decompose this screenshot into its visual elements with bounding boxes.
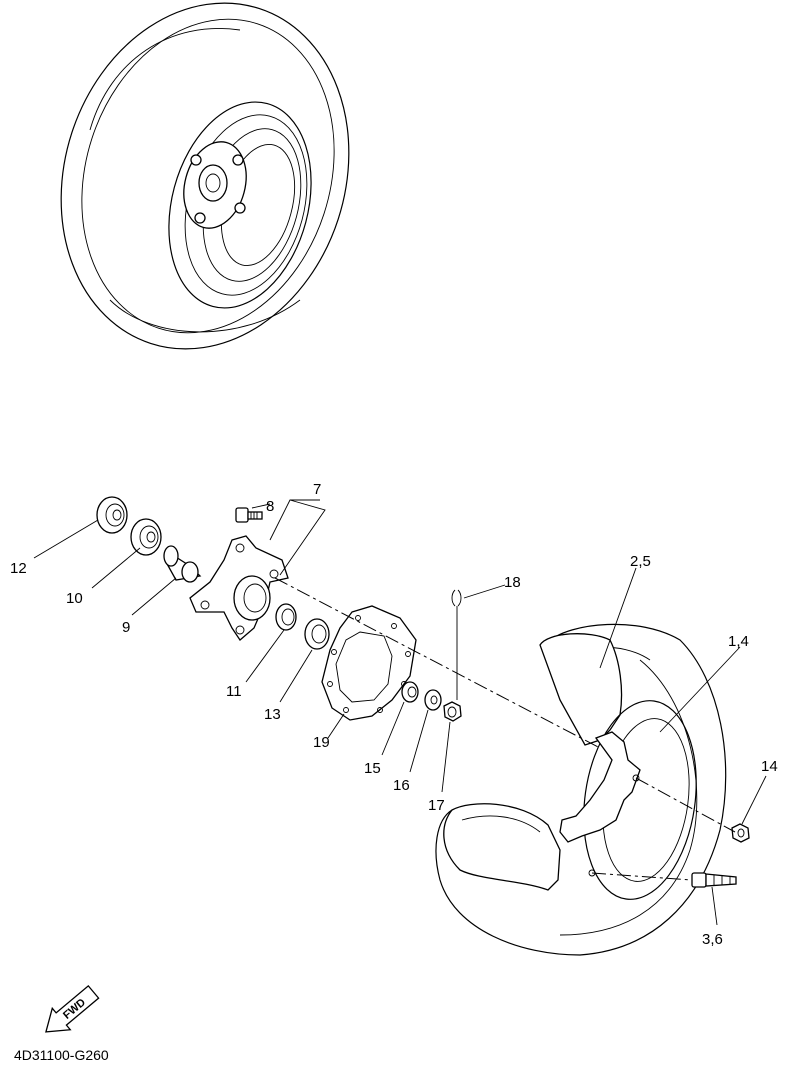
- callout-12: 12: [10, 560, 27, 577]
- nut-14: [731, 823, 750, 843]
- callout-15: 15: [364, 760, 381, 777]
- disc-19: [321, 605, 417, 721]
- assembled-wheel: [60, 2, 350, 350]
- assembly-axes: [274, 577, 736, 881]
- callout-18: 18: [504, 574, 521, 591]
- callout-9: 9: [122, 619, 130, 636]
- callout-17: 17: [428, 797, 445, 814]
- washer-16: [424, 689, 442, 711]
- callout-19: 19: [313, 734, 330, 751]
- callout-8: 8: [266, 498, 274, 515]
- fwd-arrow-icon: FWD: [45, 984, 100, 1033]
- callout-3-6: 3,6: [702, 931, 723, 948]
- nut-17: [443, 701, 462, 722]
- callout-10: 10: [66, 590, 83, 607]
- hub-assembled: [183, 141, 247, 229]
- diagram-code: 4D31100-G260: [14, 1047, 109, 1063]
- callout-11: 11: [226, 683, 242, 700]
- callout-1-4: 1,4: [728, 633, 749, 650]
- callout-2-5: 2,5: [630, 553, 651, 570]
- bearing-12: [96, 496, 128, 534]
- seal-11: [275, 603, 297, 631]
- seal-13: [304, 618, 330, 650]
- leader-lines: [33, 499, 767, 926]
- cotter-pin-18: [451, 589, 462, 700]
- exploded-tire: [435, 623, 727, 956]
- callout-7: 7: [313, 481, 321, 498]
- collar-9: [163, 545, 202, 583]
- callout-16: 16: [393, 777, 410, 794]
- callout-14: 14: [761, 758, 778, 775]
- bearing-10: [130, 518, 162, 556]
- spacer-15: [401, 681, 419, 703]
- hub-7: [189, 535, 289, 641]
- valve-3-6: [691, 872, 737, 888]
- callout-13: 13: [264, 706, 281, 723]
- bolt-8: [235, 507, 263, 523]
